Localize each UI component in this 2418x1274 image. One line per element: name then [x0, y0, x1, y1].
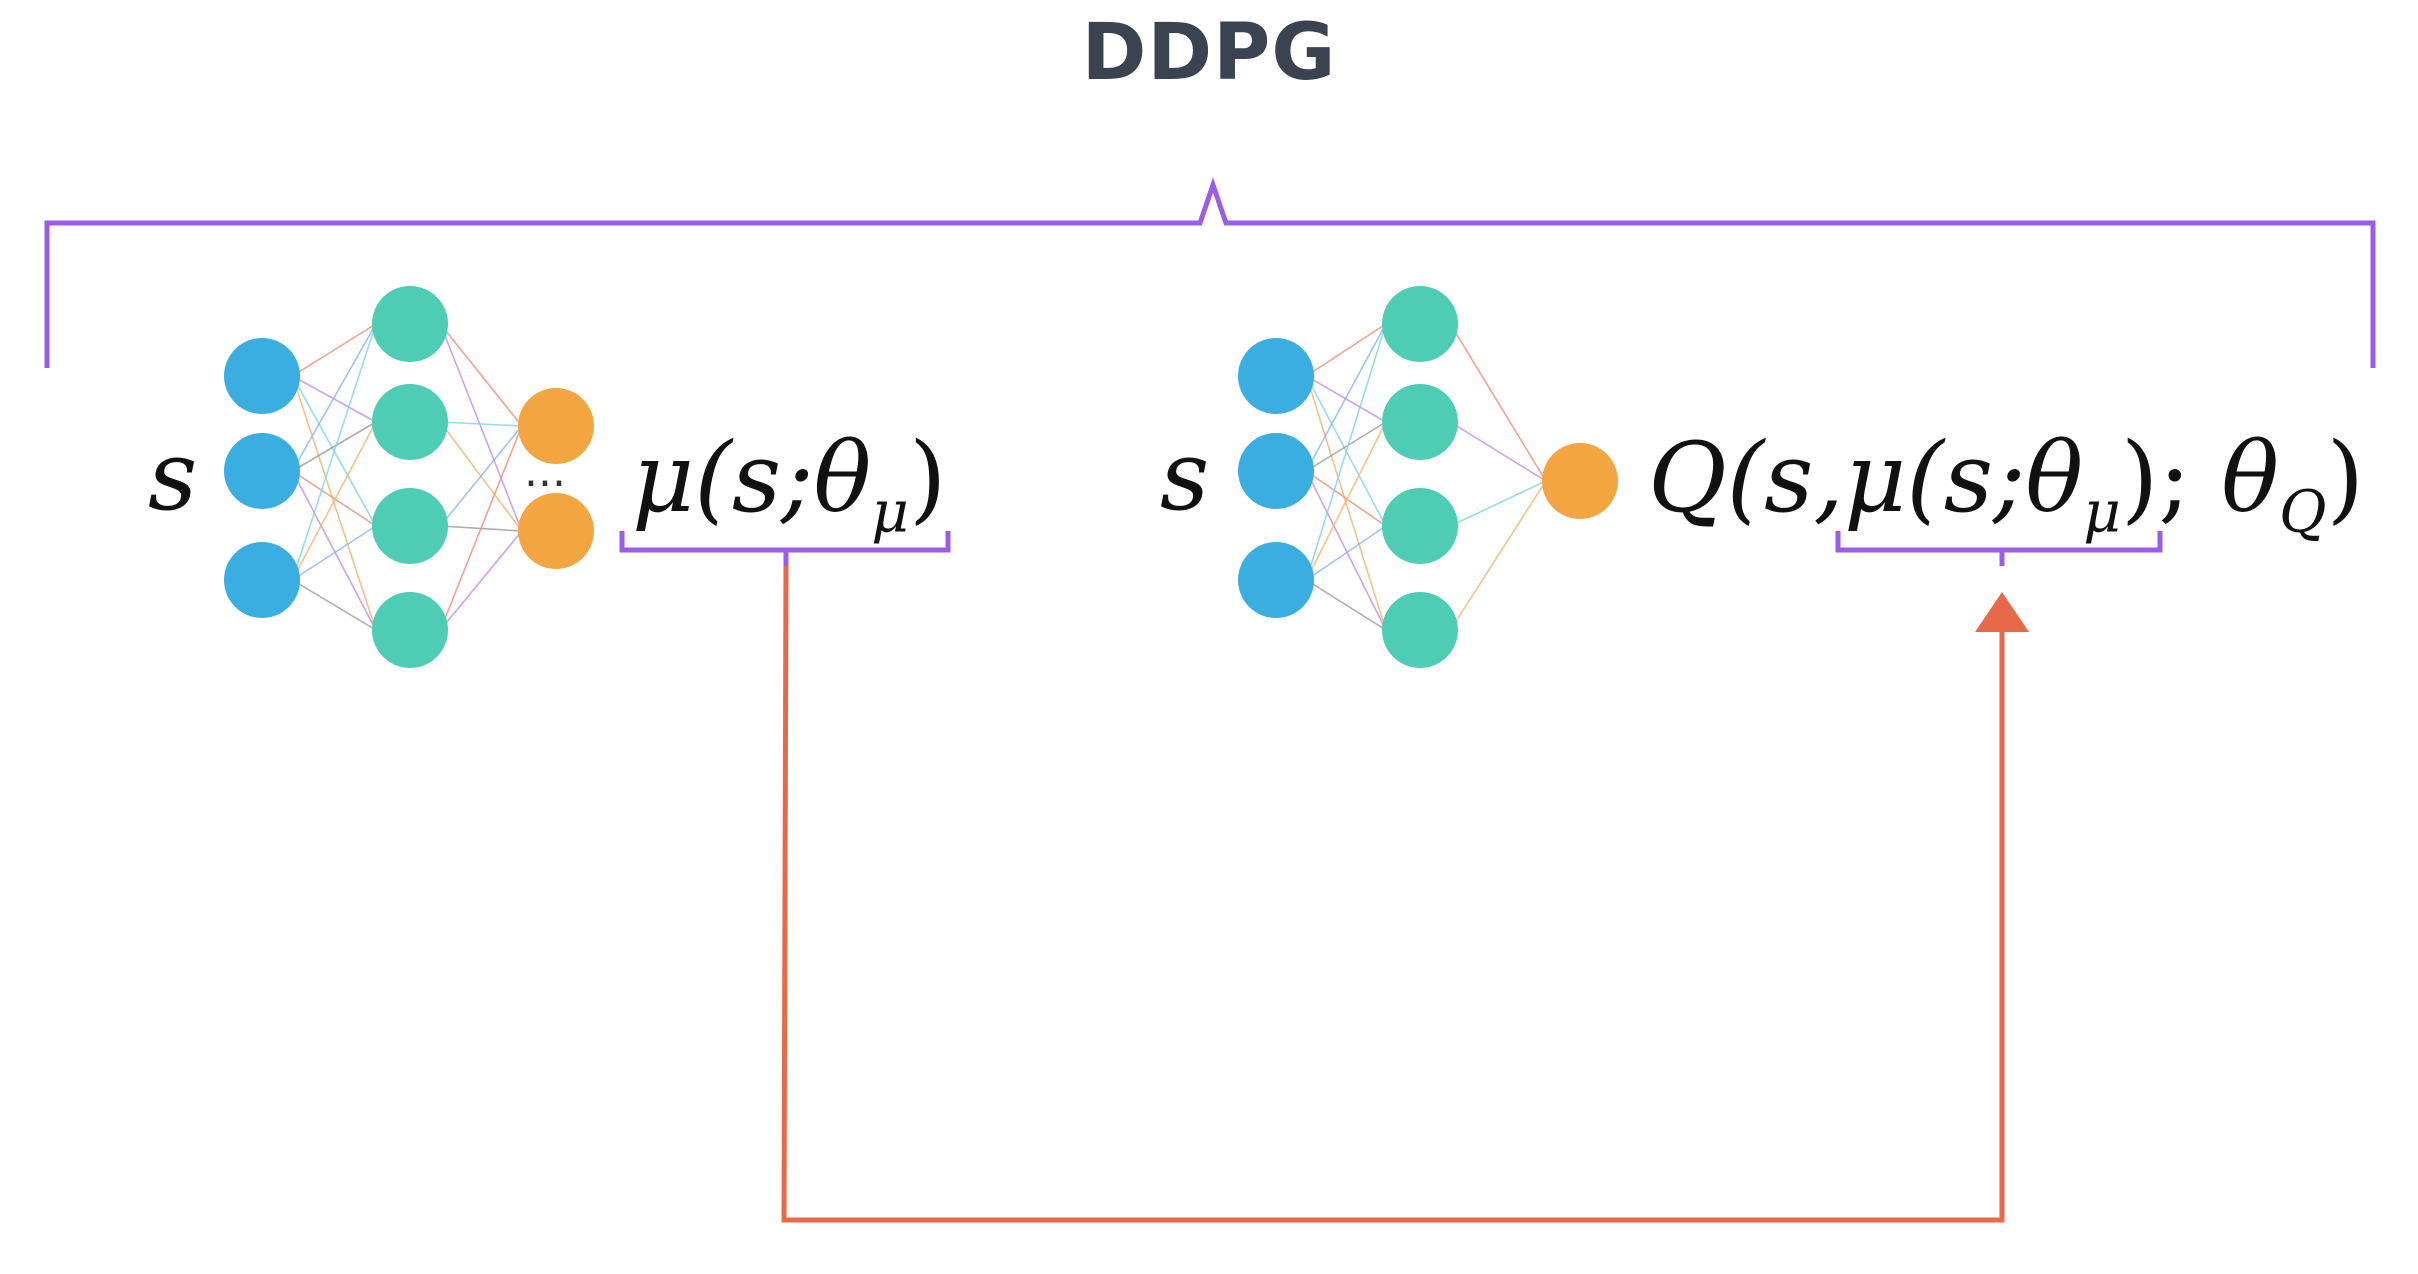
critic-edge — [1305, 579, 1387, 631]
critic-action-brace — [1835, 531, 2163, 566]
critic-theta-q-sub: Q — [2279, 477, 2327, 546]
critic-edge — [1305, 421, 1387, 472]
actor-theta: θ — [813, 422, 872, 534]
actor-output-ellipsis: ... — [524, 446, 566, 497]
actor-edge — [291, 470, 377, 631]
critic-edge — [1305, 421, 1387, 581]
critic-q-open: Q(s, — [1648, 422, 1844, 534]
actor-output-expression: μ(s;θμ) — [632, 430, 946, 540]
critic-output-expression: Q(s,μ(s;θμ); θQ) — [1648, 430, 2364, 540]
actor-network — [224, 286, 594, 668]
critic-hidden-node — [1382, 384, 1458, 460]
actor-hidden-node — [372, 286, 448, 362]
actor-close-paren: ) — [908, 422, 947, 534]
actor-edge — [291, 421, 377, 472]
actor-edge — [291, 525, 377, 581]
critic-hidden-node — [1382, 592, 1458, 668]
actor-output-node — [518, 388, 594, 464]
actor-theta-sub: μ — [871, 477, 909, 546]
actor-hidden-node — [372, 384, 448, 460]
actor-hidden-node — [372, 488, 448, 564]
critic-edge — [1449, 421, 1547, 482]
critic-edge — [1305, 470, 1387, 631]
actor-input-node — [224, 433, 300, 509]
actor-edge — [291, 323, 377, 377]
actor-edge — [291, 421, 377, 581]
critic-edge — [1305, 323, 1387, 581]
actor-output-node — [518, 493, 594, 569]
actor-edge — [291, 323, 377, 581]
actor-edge — [439, 323, 523, 427]
critic-input-node — [1238, 338, 1314, 414]
critic-mid-close: ); — [2120, 422, 2191, 534]
actor-edge — [439, 425, 523, 527]
actor-edge — [291, 375, 377, 631]
critic-edge — [1449, 480, 1547, 631]
critic-edge — [1305, 323, 1387, 377]
critic-theta-mu: θ — [2025, 422, 2084, 534]
critic-hidden-node — [1382, 286, 1458, 362]
critic-edge — [1305, 323, 1387, 472]
actor-input-node — [224, 542, 300, 618]
critic-close-paren: ) — [2326, 422, 2365, 534]
critic-input-label: s — [1160, 420, 1210, 532]
critic-edge — [1450, 480, 1547, 527]
critic-theta-mu-sub: μ — [2083, 477, 2121, 546]
critic-edge — [1305, 525, 1387, 581]
feedback-arrow-head — [1975, 592, 2029, 632]
actor-edge — [439, 323, 523, 532]
critic-edge — [1305, 470, 1387, 527]
actor-edge — [439, 530, 523, 631]
actor-edge — [439, 425, 523, 631]
critic-edge — [1449, 323, 1547, 482]
critic-input-node — [1238, 542, 1314, 618]
actor-edge — [291, 470, 377, 527]
actor-edge — [291, 579, 377, 631]
feedback-arrow-line — [781, 565, 2005, 1223]
actor-input-label: s — [148, 420, 198, 532]
critic-output-node — [1542, 443, 1618, 519]
critic-input-node — [1238, 433, 1314, 509]
critic-hidden-node — [1382, 488, 1458, 564]
critic-edge — [1305, 375, 1387, 631]
critic-network — [1238, 286, 1618, 668]
actor-edge — [291, 323, 377, 472]
actor-output-brace — [619, 531, 951, 566]
ddpg-bracket — [44, 177, 2376, 368]
actor-edge — [440, 421, 522, 427]
actor-mu-fn: μ(s; — [632, 422, 814, 534]
critic-mu-open: μ(s; — [1843, 422, 2026, 534]
actor-hidden-node — [372, 592, 448, 668]
critic-theta-q: θ — [2221, 422, 2279, 534]
diagram-title: DDPG — [1081, 8, 1337, 98]
actor-input-node — [224, 338, 300, 414]
